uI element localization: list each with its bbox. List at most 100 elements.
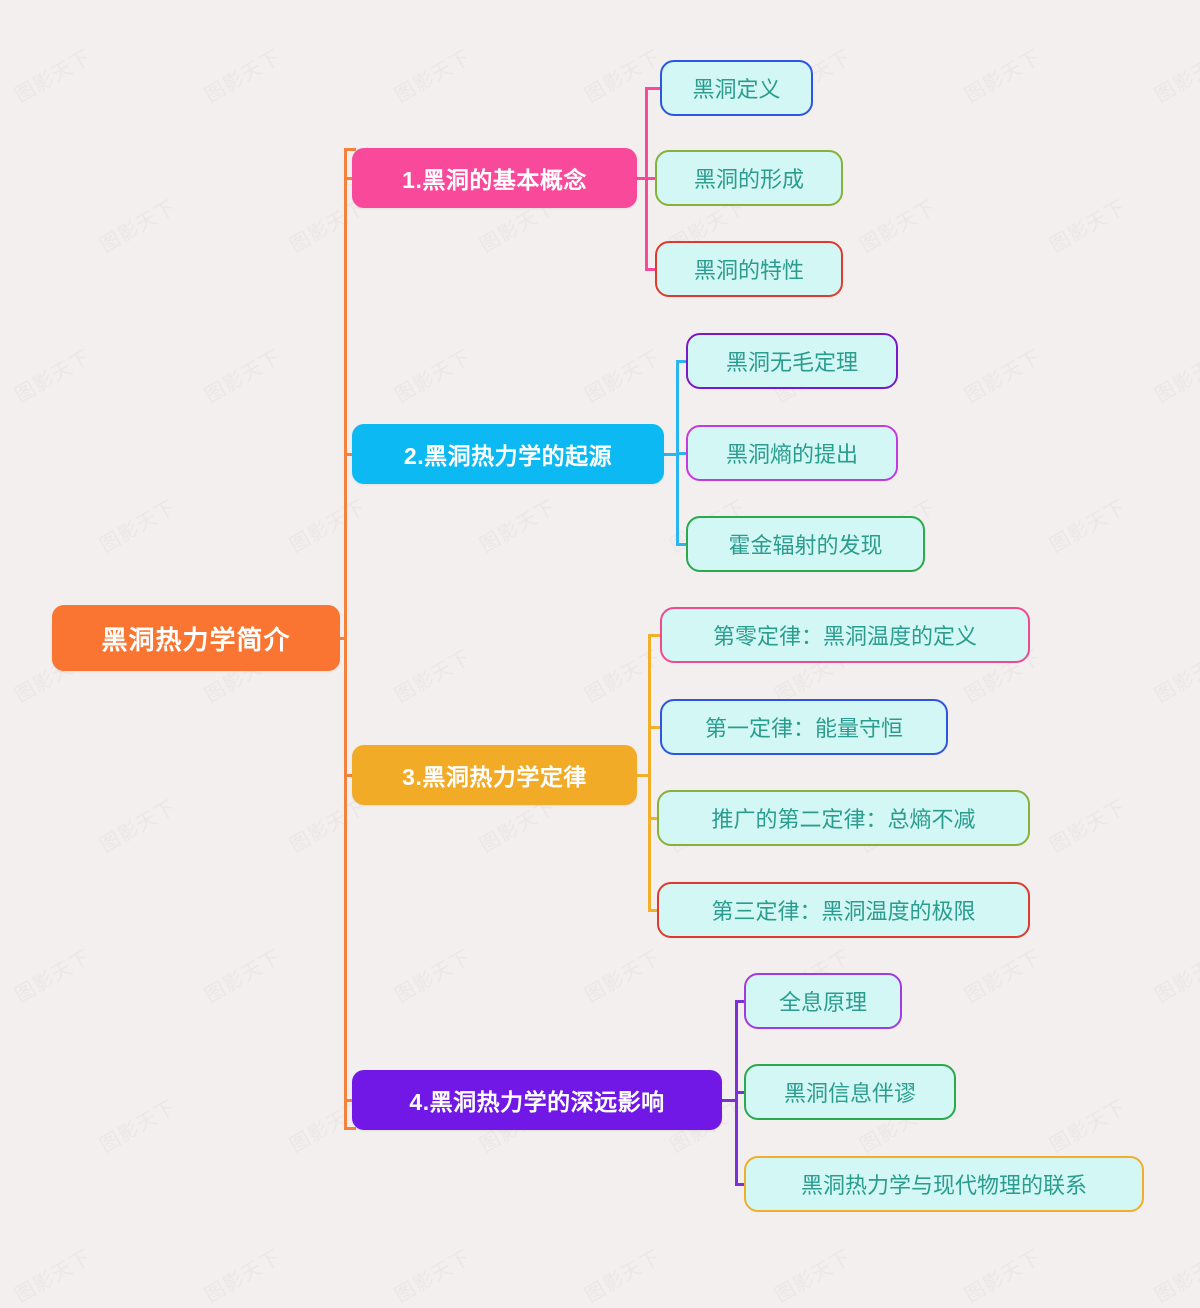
watermark-text: 图影天下 <box>391 346 476 408</box>
watermark-text: 图影天下 <box>581 46 666 108</box>
watermark-text: 图影天下 <box>96 1096 181 1158</box>
leaf-node-4-3-label: 黑洞热力学与现代物理的联系 <box>800 1173 1087 1198</box>
child-spine-3 <box>648 635 651 910</box>
leaf-node-2-2-label: 黑洞熵的提出 <box>725 442 858 467</box>
watermark-text: 图影天下 <box>391 646 476 708</box>
leaf-node-3-1-label: 第零定律：黑洞温度的定义 <box>712 624 977 649</box>
watermark-text: 图影天下 <box>581 946 666 1008</box>
leaf-node-3-4-label: 第三定律：黑洞温度的极限 <box>711 899 976 924</box>
watermark-text: 图影天下 <box>391 1246 476 1308</box>
leaf-connector-4-1 <box>735 1000 744 1003</box>
watermark-text: 图影天下 <box>1151 646 1200 708</box>
child-spine-stub-1 <box>637 177 648 180</box>
child-spine-stub-4 <box>722 1099 738 1102</box>
watermark-text: 图影天下 <box>771 1246 856 1308</box>
branch-connector-3 <box>344 774 352 777</box>
leaf-node-3-4[interactable]: 第三定律：黑洞温度的极限 <box>657 882 1030 938</box>
branch-connector-1 <box>344 177 352 180</box>
leaf-connector-1-3 <box>645 268 655 271</box>
branch-node-1[interactable]: 1.黑洞的基本概念 <box>352 148 637 208</box>
leaf-node-4-1-label: 全息原理 <box>778 990 867 1015</box>
leaf-connector-1-2 <box>645 177 655 180</box>
leaf-connector-3-2 <box>648 726 660 729</box>
leaf-node-2-1-label: 黑洞无毛定理 <box>725 350 858 375</box>
watermark-text: 图影天下 <box>96 796 181 858</box>
branch-node-4[interactable]: 4.黑洞热力学的深远影响 <box>352 1070 722 1130</box>
leaf-node-2-3-label: 霍金辐射的发现 <box>728 533 883 558</box>
watermark-text: 图影天下 <box>201 346 286 408</box>
leaf-node-4-1[interactable]: 全息原理 <box>744 973 902 1029</box>
leaf-node-1-2-label: 黑洞的形成 <box>693 167 804 192</box>
leaf-connector-2-2 <box>676 452 686 455</box>
leaf-connector-2-1 <box>676 360 686 363</box>
root-node-label: 黑洞热力学简介 <box>101 624 291 655</box>
branch-node-1-label: 1.黑洞的基本概念 <box>402 167 587 193</box>
watermark-text: 图影天下 <box>201 46 286 108</box>
watermark-text: 图影天下 <box>391 46 476 108</box>
watermark-text: 图影天下 <box>11 946 96 1008</box>
watermark-text: 图影天下 <box>201 1246 286 1308</box>
leaf-node-2-1[interactable]: 黑洞无毛定理 <box>686 333 898 389</box>
leaf-node-1-1[interactable]: 黑洞定义 <box>660 60 813 116</box>
mindmap-canvas: 图影天下图影天下图影天下图影天下图影天下图影天下图影天下图影天下图影天下图影天下… <box>11 46 1200 1212</box>
branch-connector-2 <box>344 453 352 456</box>
watermark-text: 图影天下 <box>11 346 96 408</box>
watermark-text: 图影天下 <box>581 346 666 408</box>
watermark-text: 图影天下 <box>581 646 666 708</box>
leaf-node-1-2[interactable]: 黑洞的形成 <box>655 150 843 206</box>
branch-node-2-label: 2.黑洞热力学的起源 <box>403 443 613 469</box>
leaf-node-3-3-label: 推广的第二定律：总熵不减 <box>711 807 976 832</box>
leaf-node-3-2[interactable]: 第一定律：能量守恒 <box>660 699 948 755</box>
trunk-cap-bottom <box>344 1127 356 1130</box>
leaf-connector-4-3 <box>735 1183 744 1186</box>
leaf-node-1-3-label: 黑洞的特性 <box>693 258 804 283</box>
leaf-node-2-2[interactable]: 黑洞熵的提出 <box>686 425 898 481</box>
leaf-node-2-3[interactable]: 霍金辐射的发现 <box>686 516 925 572</box>
watermark-text: 图影天下 <box>1151 346 1200 408</box>
watermark-text: 图影天下 <box>476 496 561 558</box>
watermark-text: 图影天下 <box>11 46 96 108</box>
leaf-node-3-1[interactable]: 第零定律：黑洞温度的定义 <box>660 607 1030 663</box>
watermark-text: 图影天下 <box>1046 196 1131 258</box>
watermark-text: 图影天下 <box>11 1246 96 1308</box>
child-spine-stub-2 <box>664 453 679 456</box>
watermark-text: 图影天下 <box>286 496 371 558</box>
leaf-connector-3-3 <box>648 817 657 820</box>
root-connector-stub <box>340 637 347 640</box>
root-node[interactable]: 黑洞热力学简介 <box>52 605 340 671</box>
watermark-text: 图影天下 <box>1046 496 1131 558</box>
watermark-text: 图影天下 <box>581 1246 666 1308</box>
watermark-text: 图影天下 <box>961 46 1046 108</box>
leaf-connector-4-2 <box>735 1091 744 1094</box>
watermark-text: 图影天下 <box>1046 1096 1131 1158</box>
leaf-node-1-3[interactable]: 黑洞的特性 <box>655 241 843 297</box>
branch-node-4-label: 4.黑洞热力学的深远影响 <box>409 1089 665 1115</box>
leaf-node-4-2-label: 黑洞信息伴谬 <box>783 1081 916 1106</box>
leaf-node-4-2[interactable]: 黑洞信息伴谬 <box>744 1064 956 1120</box>
child-spine-stub-3 <box>637 774 651 777</box>
branch-connector-4 <box>344 1099 352 1102</box>
watermark-text: 图影天下 <box>961 1246 1046 1308</box>
leaf-connector-1-1 <box>645 87 660 90</box>
leaf-node-3-2-label: 第一定律：能量守恒 <box>704 716 903 741</box>
watermark-text: 图影天下 <box>1151 46 1200 108</box>
leaf-node-3-3[interactable]: 推广的第二定律：总熵不减 <box>657 790 1030 846</box>
branch-node-3[interactable]: 3.黑洞热力学定律 <box>352 745 637 805</box>
leaf-node-4-3[interactable]: 黑洞热力学与现代物理的联系 <box>744 1156 1144 1212</box>
watermark-text: 图影天下 <box>1046 796 1131 858</box>
watermark-text: 图影天下 <box>96 496 181 558</box>
watermark-text: 图影天下 <box>961 946 1046 1008</box>
watermark-text: 图影天下 <box>201 946 286 1008</box>
watermark-text: 图影天下 <box>856 196 941 258</box>
watermark-text: 图影天下 <box>96 196 181 258</box>
leaf-connector-3-4 <box>648 909 657 912</box>
watermark-text: 图影天下 <box>1151 1246 1200 1308</box>
leaf-node-1-1-label: 黑洞定义 <box>692 77 781 102</box>
watermark-text: 图影天下 <box>1151 946 1200 1008</box>
leaf-connector-3-1 <box>648 634 660 637</box>
watermark-text: 图影天下 <box>391 946 476 1008</box>
leaf-connector-2-3 <box>676 543 686 546</box>
watermark-text: 图影天下 <box>961 346 1046 408</box>
trunk-cap-top <box>344 148 356 151</box>
branch-node-2[interactable]: 2.黑洞热力学的起源 <box>352 424 664 484</box>
